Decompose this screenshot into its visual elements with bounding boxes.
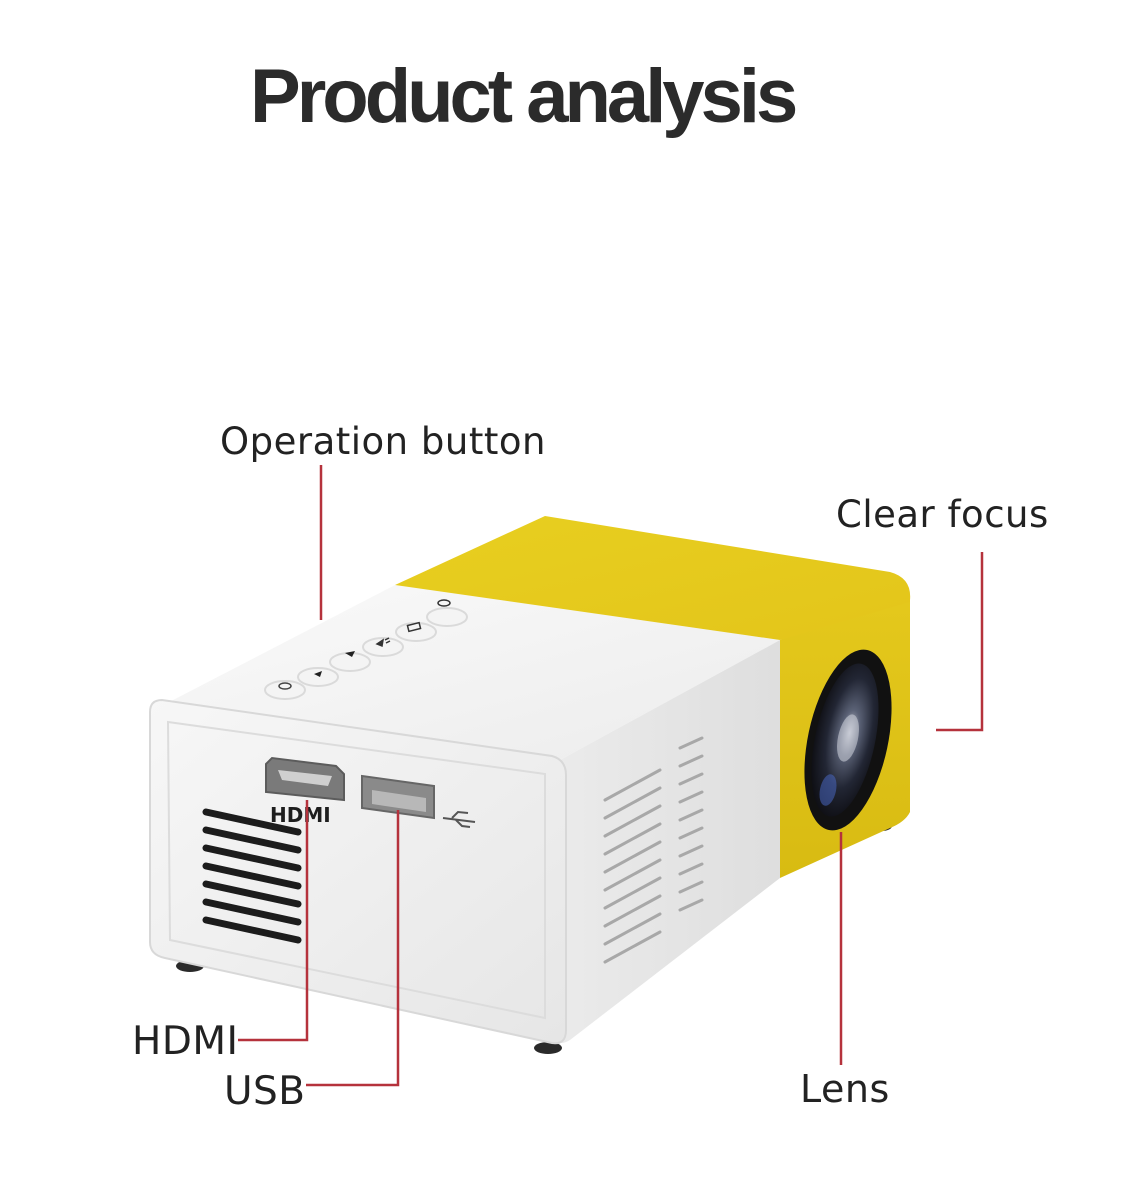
left-arrow-icon xyxy=(314,671,322,677)
power-button[interactable] xyxy=(264,680,306,700)
menu-icon xyxy=(406,621,422,633)
hdmi-port-label: HDMI xyxy=(270,803,331,827)
side-vent-icon xyxy=(603,736,704,964)
callout-lines xyxy=(238,465,984,1087)
usb-icon xyxy=(442,810,476,828)
callout-usb: USB xyxy=(224,1069,306,1114)
play-pause-button[interactable] xyxy=(362,637,404,657)
side-face xyxy=(556,640,780,1043)
callout-line-hdmi xyxy=(238,800,309,1042)
lens-icon xyxy=(804,649,892,831)
top-surface xyxy=(150,585,780,760)
right-button[interactable] xyxy=(329,651,371,672)
callout-lens: Lens xyxy=(800,1067,890,1111)
return-icon xyxy=(437,599,451,607)
left-button[interactable] xyxy=(297,667,339,687)
callout-operation-button: Operation button xyxy=(220,420,546,463)
power-icon xyxy=(278,682,292,690)
play-pause-icon xyxy=(375,637,391,648)
control-buttons xyxy=(264,599,468,700)
callout-hdmi: HDMI xyxy=(132,1019,239,1064)
menu-button[interactable] xyxy=(395,621,437,642)
page-title: Product analysis xyxy=(250,54,798,139)
hdmi-port: HDMI xyxy=(265,756,345,827)
callout-line-usb xyxy=(306,810,400,1087)
right-arrow-icon xyxy=(345,651,355,657)
usb-port xyxy=(361,774,435,820)
vent-icon xyxy=(202,808,302,944)
yellow-top xyxy=(395,516,911,640)
callout-line-clear-focus xyxy=(936,552,984,732)
return-button[interactable] xyxy=(426,599,468,627)
callout-clear-focus: Clear focus xyxy=(836,493,1049,536)
front-face xyxy=(149,698,567,1045)
